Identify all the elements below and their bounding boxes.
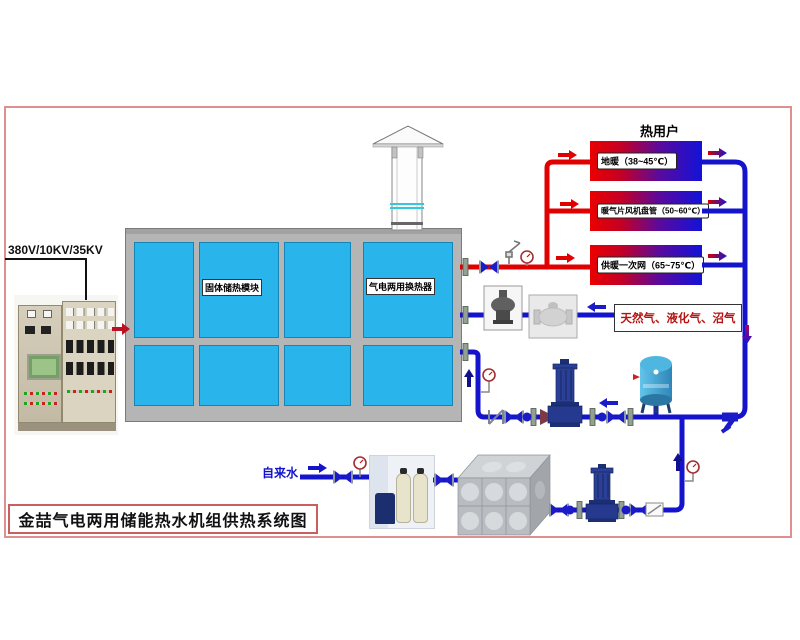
chimney [372,125,444,231]
heat-user-radiator-fancoil: 暖气片风机盘管（50~60℃） [590,191,710,231]
tap-water-label: 自来水 [262,466,299,480]
gas-regulator-photo [483,285,523,331]
heat-user-primary-network: 供暖一次网（65~75℃） [590,245,705,285]
unit-cell [134,345,194,406]
pressure-gauge-icon [481,368,496,393]
meter-row [66,308,114,316]
cabinet-right-door [62,301,116,423]
meter-icon [27,310,36,318]
exchanger-label: 气电两用换热器 [366,278,436,295]
unit-cell [199,345,279,406]
heat-users-title: 热用户 [640,124,680,139]
unit-cell [284,242,351,338]
check-valve-icon [645,502,664,517]
controller-row [66,340,114,353]
pressure-gauge-icon [685,460,700,482]
valve-wheel-icon [522,412,631,515]
safety-valve-icon [505,240,521,264]
cabinet-left-door [18,305,62,423]
water-softener-photo [369,455,435,529]
check-valve-icon [488,409,504,425]
indicator-lights [67,390,112,393]
pressure-gauge-icon [353,456,367,477]
softener-valve-head [400,468,407,474]
controller-row [66,362,114,375]
diagram-title: 金喆气电两用储能热水机组供热系统图 [8,504,318,534]
heat-user-floor-heating: 地暖（38~45℃） [590,141,702,181]
water-tank-photo [457,454,551,536]
expansion-tank [633,356,672,414]
storage-module-label: 固体储热模块 [202,279,263,296]
flow-arrow-icon [112,148,752,473]
heat-user-label: 地暖（38~45℃） [597,152,678,170]
gas-valve-photo [528,294,578,339]
unit-cell [134,242,194,338]
display-icon [25,326,35,334]
indicator-lights [24,392,58,395]
display-icon [41,326,51,334]
unit-cell [284,345,351,406]
hmi-screen-icon [27,354,61,380]
gas-supply-label: 天然气、液化气、沼气 [614,304,742,332]
heat-user-label: 供暖一次网（65~75℃） [597,256,705,274]
power-line-vertical [85,258,87,300]
softener-valve-head [417,468,424,474]
brine-barrel-icon [375,493,395,524]
makeup-water-pump [585,464,619,522]
unit-cell [363,345,453,406]
y-strainer-icon [720,412,738,434]
makeup-water-pipe [545,417,685,513]
pressure-gauge-icon [520,250,534,266]
meter-row [66,321,114,329]
flange-icon [462,258,634,519]
cabinet-base [18,423,116,431]
diagram-frame [4,106,792,538]
circulation-pump [540,359,583,427]
unit-top-strip [126,229,461,234]
control-cabinet-photo [14,295,118,435]
meter-icon [43,310,52,318]
indicator-lights [24,402,58,405]
power-line-horizontal [5,258,87,260]
power-supply-label: 380V/10KV/35KV [8,243,103,257]
